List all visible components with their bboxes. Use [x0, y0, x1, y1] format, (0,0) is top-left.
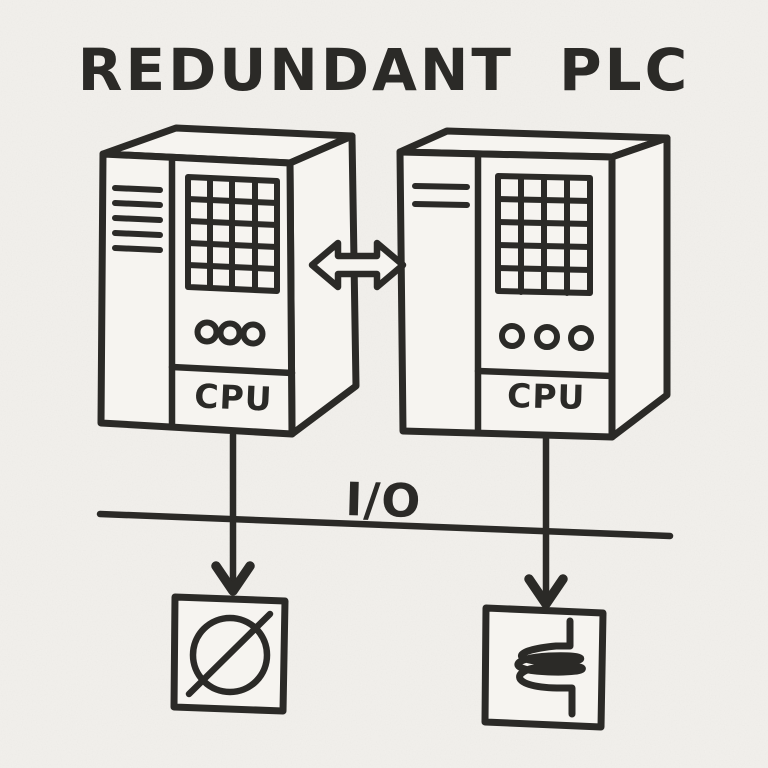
- plc-left-cpu-divider: [168, 363, 296, 377]
- arrowhead-down-icon: [524, 574, 568, 609]
- indicator-lights-icon: [194, 319, 266, 347]
- field-device-right: [481, 604, 607, 731]
- plc-right-cpu-divider: [474, 367, 616, 380]
- circle-slash-motor-icon: [185, 610, 274, 698]
- vent-slots-icon: [412, 183, 470, 208]
- io-bus-line: [96, 510, 674, 540]
- plc-unit-right: CPU: [396, 127, 671, 441]
- io-bus: I/O: [96, 472, 674, 540]
- arrowhead-down-icon: [211, 561, 255, 596]
- drop-line-right: [524, 435, 568, 609]
- plc-left-cpu-label: CPU: [194, 376, 274, 418]
- plc-right-side-face: [608, 134, 671, 441]
- plc-right-cpu-label: CPU: [507, 376, 586, 417]
- plc-unit-left: CPU: [97, 124, 360, 438]
- field-device-left: [170, 593, 289, 715]
- terminal-grid-icon: [185, 174, 280, 294]
- solenoid-coil-icon: [514, 617, 586, 718]
- sync-double-arrow-icon: [308, 239, 407, 291]
- plc-left-side-face: [286, 132, 360, 438]
- indicator-lights-icon: [499, 323, 594, 351]
- io-bus-label: I/O: [345, 472, 422, 528]
- vent-slots-icon: [112, 185, 163, 253]
- drop-line-left: [211, 431, 255, 596]
- terminal-grid-icon: [495, 173, 593, 296]
- page-title: REDUNDANT PLC: [78, 36, 690, 104]
